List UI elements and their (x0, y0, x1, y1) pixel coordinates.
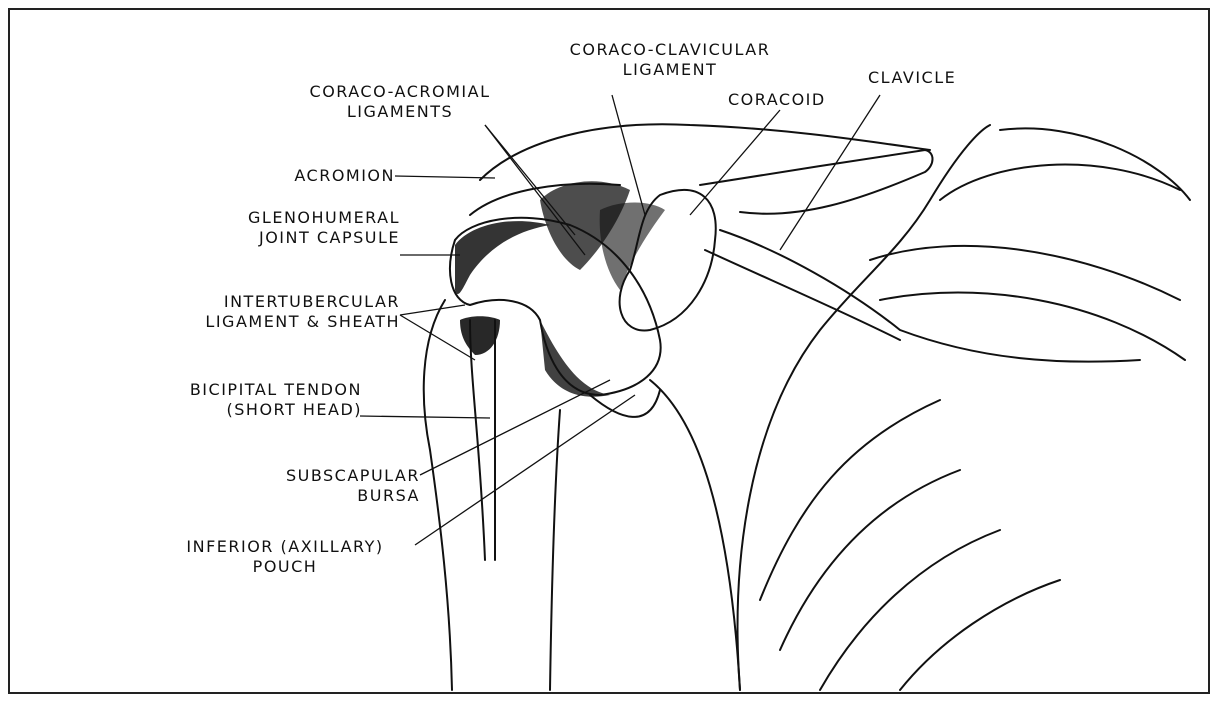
label-coraco-clavicular: CORACO-CLAVICULAR LIGAMENT (520, 40, 820, 80)
joint-capsule-shading (455, 221, 550, 294)
bicipital-tendon (470, 320, 485, 560)
leader-clavicle (780, 95, 880, 250)
label-intertubercular: INTERTUBERCULAR LIGAMENT & SHEATH (100, 292, 400, 332)
clavicle-outline (700, 150, 933, 214)
label-subscapular: SUBSCAPULAR BURSA (180, 466, 420, 506)
label-glenohumeral: GLENOHUMERAL JOINT CAPSULE (150, 208, 400, 248)
humerus-outline (424, 300, 452, 690)
acromion-outline (480, 124, 930, 180)
label-bicipital: BICIPITAL TENDON (SHORT HEAD) (130, 380, 362, 420)
leader-intertubercular-1 (400, 305, 465, 315)
leader-acromion (395, 176, 495, 178)
label-coracoid: CORACOID (728, 90, 826, 110)
label-acromion: ACROMION (190, 166, 395, 186)
label-inferior-pouch: INFERIOR (AXILLARY) POUCH (150, 537, 420, 577)
leader-subscapular (420, 380, 610, 475)
label-coraco-acromial: CORACO-ACROMIAL LIGAMENTS (270, 82, 530, 122)
scapula-outline (650, 380, 740, 690)
label-clavicle: CLAVICLE (868, 68, 956, 88)
